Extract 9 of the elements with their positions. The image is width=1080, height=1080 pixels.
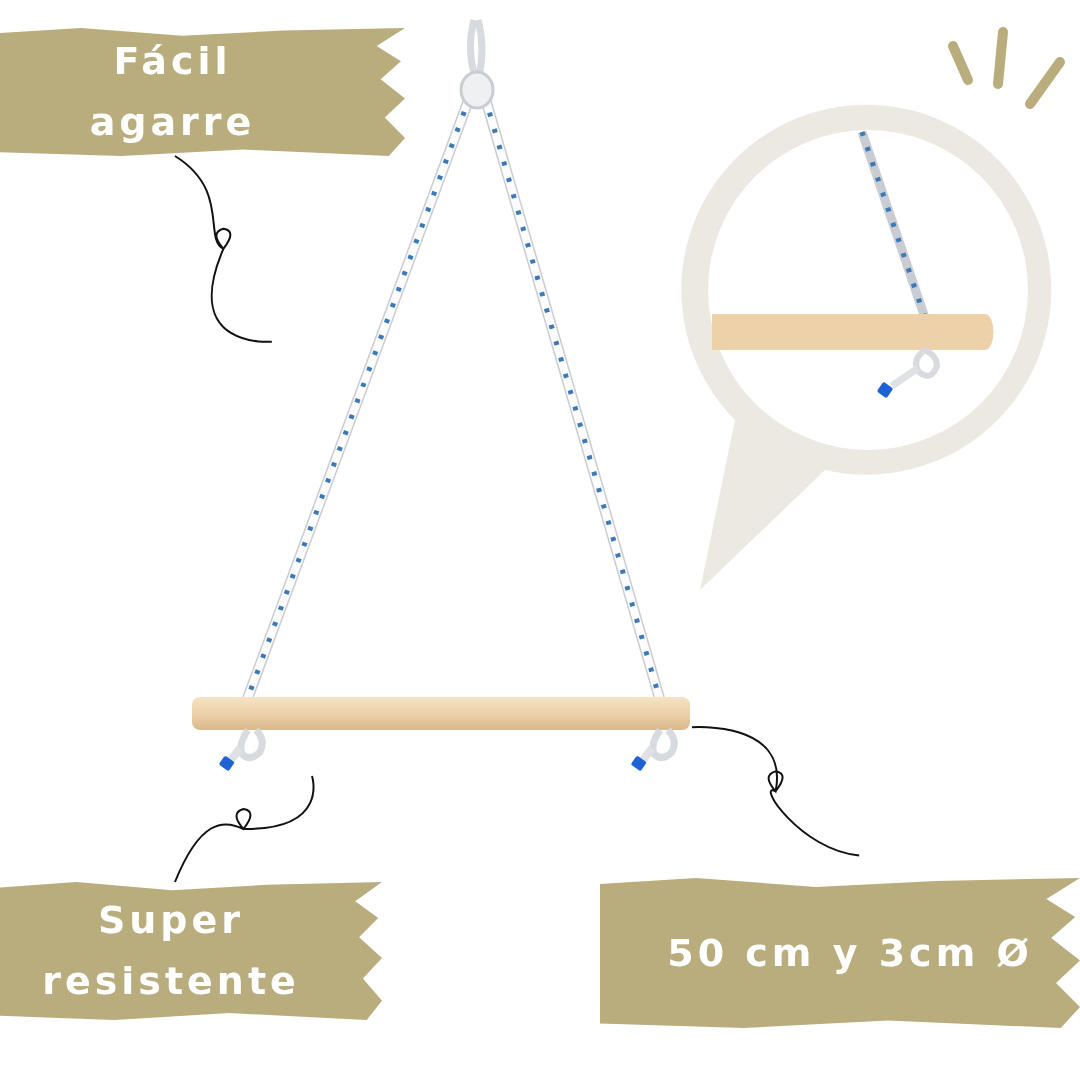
- leader-line: [691, 726, 861, 857]
- label-banner: [600, 878, 1080, 1028]
- label-banner: [0, 28, 405, 156]
- leader-line: [173, 775, 315, 883]
- banner-text: 50 cm y 3cm Ø: [667, 929, 1033, 977]
- leader-line: [173, 155, 273, 343]
- label-banner: [0, 882, 382, 1020]
- banner-text: Super resistente: [41, 897, 301, 1005]
- banner-text: Fácil agarre: [88, 38, 257, 146]
